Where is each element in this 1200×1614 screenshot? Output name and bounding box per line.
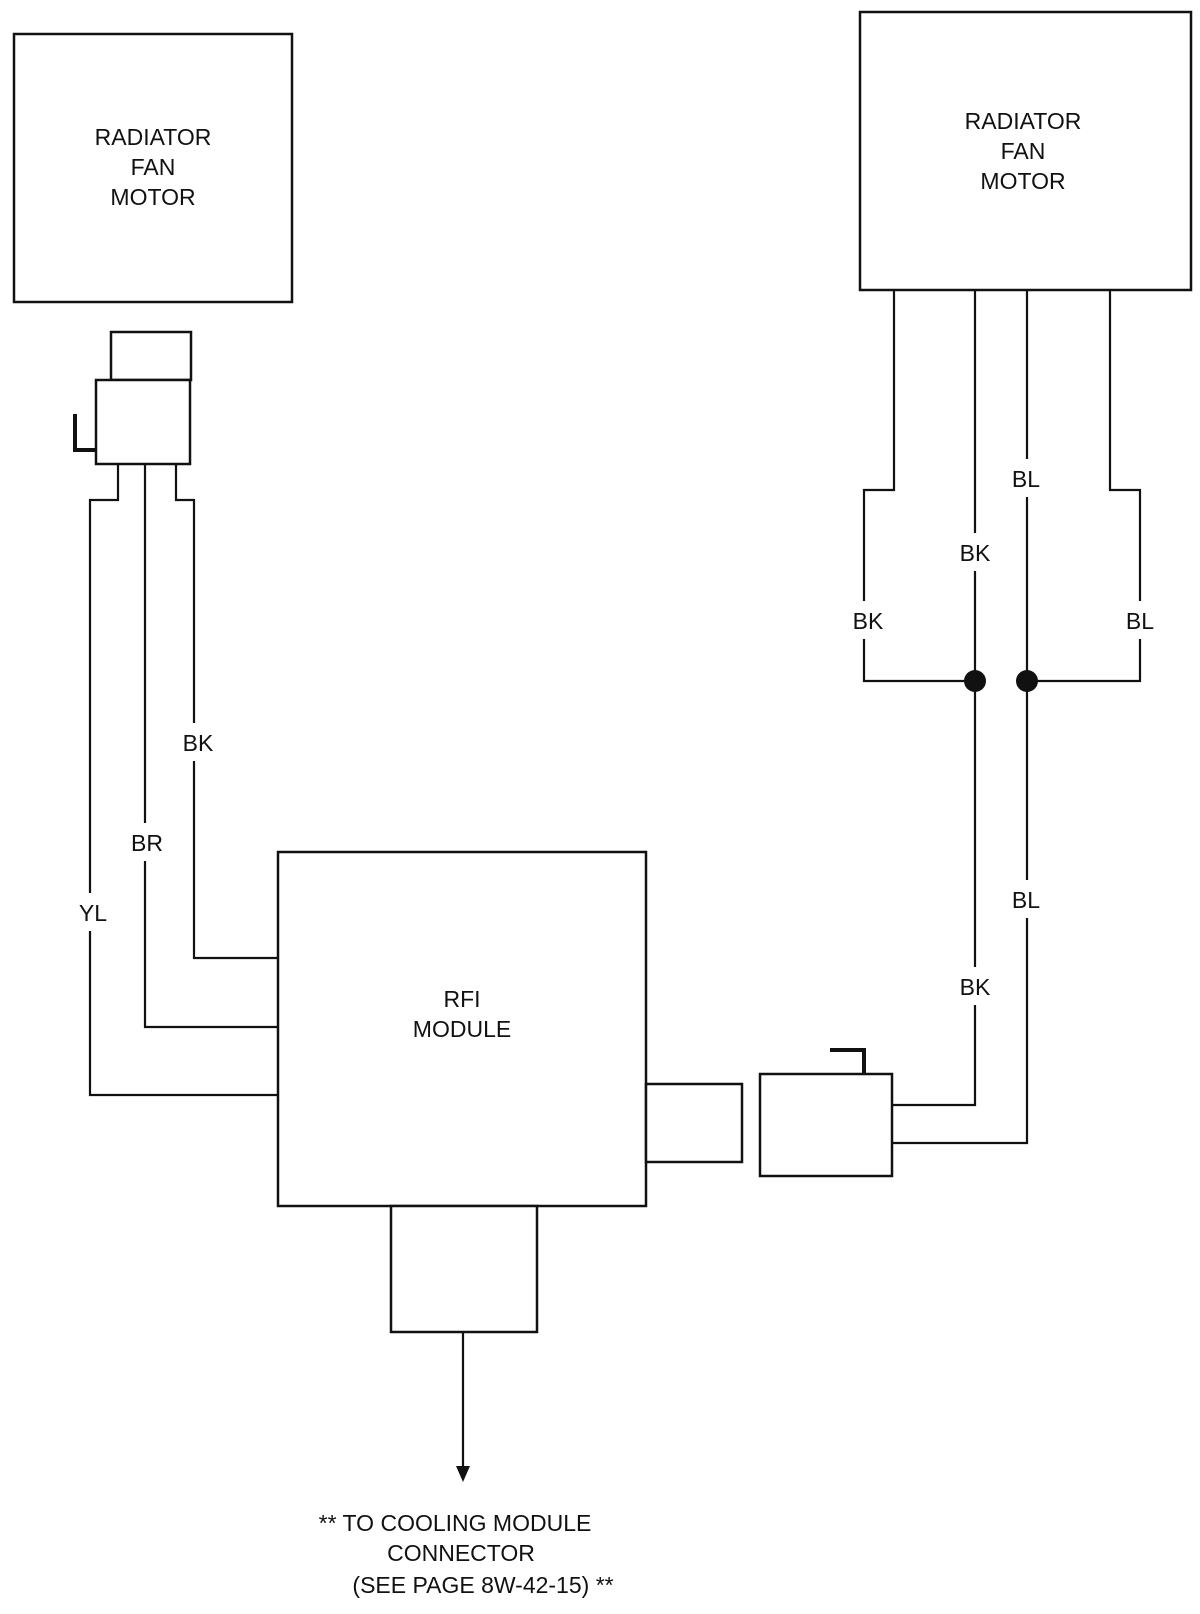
- rfi-module-bottom-connector: [389, 1204, 539, 1334]
- label-bl-upper: BL: [1012, 466, 1040, 492]
- right-harness-connector: [758, 1048, 894, 1178]
- label-bl-lower: BL: [1012, 887, 1040, 913]
- label-bl-outer: BL: [1126, 608, 1154, 634]
- label-bk-lower: BK: [960, 974, 991, 1000]
- left-motor-connector: [73, 330, 193, 466]
- left-motor-label-line3: MOTOR: [110, 184, 195, 210]
- note-line3: (SEE PAGE 8W-42-15) **: [352, 1572, 613, 1598]
- left-motor-label-line2: FAN: [131, 154, 176, 180]
- note-line2: CONNECTOR: [387, 1540, 535, 1566]
- arrow-down-icon: [456, 1466, 470, 1482]
- note-line1: ** TO COOLING MODULE: [319, 1510, 592, 1536]
- wire-yl: [88, 464, 278, 1097]
- splice-dot-bl: [1016, 670, 1038, 692]
- right-radiator-fan-motor: RADIATOR FAN MOTOR: [858, 10, 1193, 292]
- splice-dot-bk: [964, 670, 986, 692]
- wire-bk-outer: [862, 290, 975, 683]
- wire-bk-left: [174, 464, 278, 960]
- label-bk-upper: BK: [960, 540, 991, 566]
- label-br: BR: [131, 830, 163, 856]
- wire-bl-outer: [1027, 290, 1142, 683]
- right-motor-label-line1: RADIATOR: [965, 108, 1082, 134]
- rfi-module: RFI MODULE: [276, 850, 648, 1208]
- right-motor-label-line3: MOTOR: [980, 168, 1065, 194]
- left-wires: [88, 464, 278, 1097]
- rfi-module-right-connector: [644, 1082, 744, 1164]
- right-connector-latch-icon: [830, 1048, 866, 1074]
- right-wires: [862, 290, 1142, 1145]
- label-bk-outer: BK: [853, 608, 884, 634]
- wire-br: [143, 464, 278, 1029]
- rfi-module-label-line2: MODULE: [413, 1016, 511, 1042]
- label-yl: YL: [79, 900, 107, 926]
- label-bk-left: BK: [183, 730, 214, 756]
- left-motor-label-line1: RADIATOR: [95, 124, 212, 150]
- cooling-module-note: ** TO COOLING MODULE CONNECTOR (SEE PAGE…: [319, 1510, 614, 1598]
- right-wire-labels: BL BK BK BL BL BK: [846, 459, 1162, 1005]
- right-motor-label-line2: FAN: [1001, 138, 1046, 164]
- left-wire-labels: BK BR YL: [70, 723, 220, 931]
- cooling-module-arrow: [456, 1332, 470, 1482]
- wire-bl-middle: [892, 290, 1029, 1145]
- left-connector-latch-icon: [73, 414, 96, 452]
- splice-points: [964, 670, 1038, 692]
- rfi-module-label-line1: RFI: [443, 986, 480, 1012]
- left-radiator-fan-motor: RADIATOR FAN MOTOR: [12, 32, 294, 304]
